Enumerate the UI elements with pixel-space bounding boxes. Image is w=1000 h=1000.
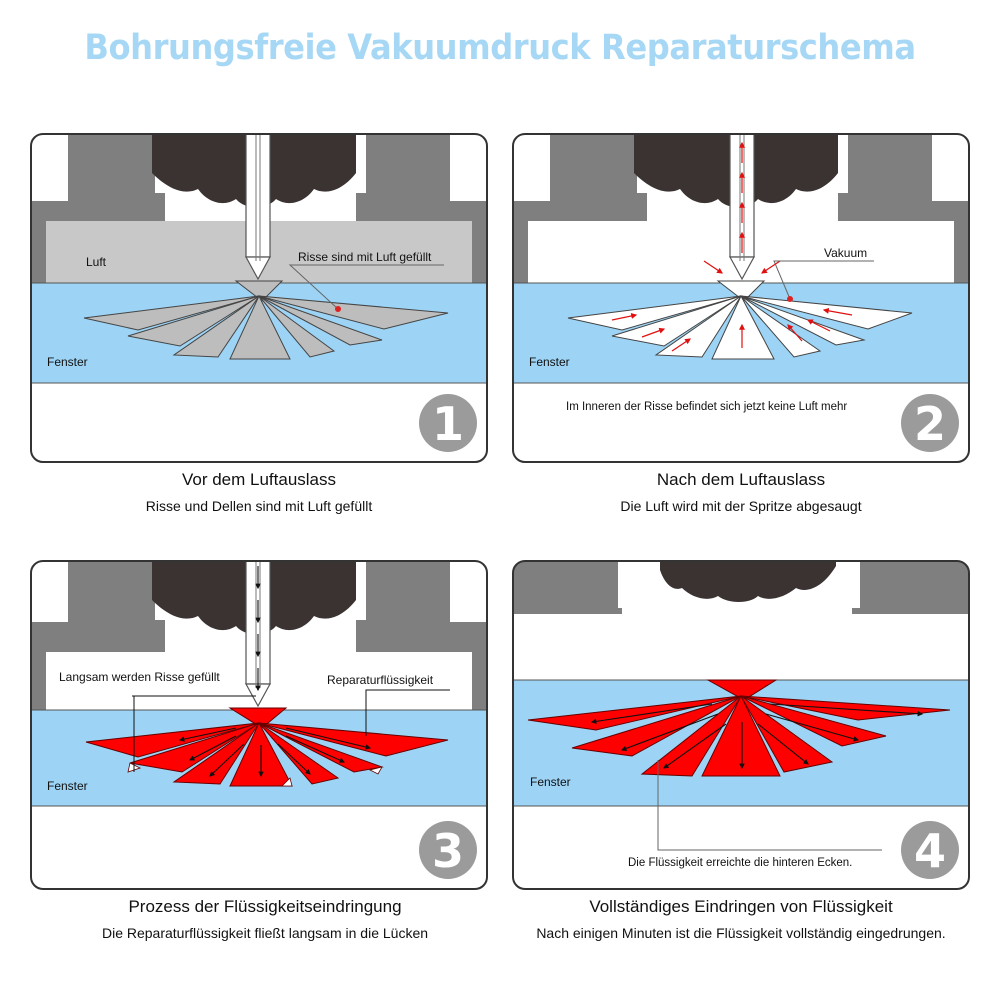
panel-4-diagram: 4 (512, 560, 970, 890)
step-badge (419, 394, 477, 452)
panel-3-diagram: 3 (30, 560, 488, 890)
label-window: Fenster (47, 355, 88, 369)
label-back-corners: Die Flüssigkeit erreichte die hinteren E… (628, 857, 853, 869)
panel-1-diagram: 1 (30, 133, 488, 463)
svg-text:1: 1 (432, 397, 464, 451)
caption-subtitle: Die Reparaturflüssigkeit fließt langsam … (101, 925, 429, 941)
caption-subtitle: Nach einigen Minuten ist die Flüssigkeit… (536, 925, 946, 941)
svg-text:3: 3 (432, 824, 464, 878)
caption-heading: Vor dem Luftauslass (181, 470, 337, 489)
label-window: Fenster (529, 355, 570, 369)
label-window: Fenster (530, 775, 571, 789)
page-title: Bohrungsfreie Vakuumdruck Reparaturschem… (84, 28, 916, 68)
filling-crack-rays (85, 707, 449, 787)
caption-heading: Nach dem Luftauslass (656, 470, 826, 489)
label-repair-fluid: Reparaturflüssigkeit (327, 673, 434, 687)
caption-heading: Vollständiges Eindringen von Flüssigkeit (589, 897, 893, 916)
panel-full-penetration: 4 Fenster Die Flüssigkeit erreichte die … (512, 560, 970, 890)
label-vacuum: Vakuum (824, 246, 868, 260)
crack-rays (83, 280, 449, 360)
label-cracks-air: Risse sind mit Luft gefüllt (298, 250, 432, 264)
step-badge (419, 821, 477, 879)
label-window: Fenster (47, 779, 88, 793)
panel-before-air-release: 1 Luft Risse sind mit Luft gefüllt Fenst… (30, 133, 488, 463)
filled-crack-rays (527, 679, 951, 777)
panel-2-diagram: 2 (512, 133, 970, 463)
label-slowly-filled: Langsam werden Risse gefüllt (59, 670, 220, 684)
syringe-needle (245, 134, 271, 258)
svg-text:4: 4 (914, 824, 946, 878)
label-no-air-note: Im Inneren der Risse befindet sich jetzt… (566, 401, 848, 413)
panel-fluid-penetration: 3 Langsam werden Risse gefüllt Reparatur… (30, 560, 488, 890)
caption-3: Prozess der Flüssigkeitseindringung Die … (30, 897, 500, 941)
caption-1: Vor dem Luftauslass Risse und Dellen sin… (24, 470, 494, 514)
svg-text:2: 2 (914, 397, 946, 451)
step-badge (901, 394, 959, 452)
caption-heading: Prozess der Flüssigkeitseindringung (128, 897, 402, 916)
caption-4: Vollständiges Eindringen von Flüssigkeit… (506, 897, 976, 941)
panel-after-air-release: 2 Vakuum Fenster Im Inneren der Risse be… (512, 133, 970, 463)
caption-subtitle: Die Luft wird mit der Spritze abgesaugt (620, 498, 862, 514)
caption-subtitle: Risse und Dellen sind mit Luft gefüllt (145, 498, 373, 514)
label-air: Luft (86, 255, 107, 269)
caption-2: Nach dem Luftauslass Die Luft wird mit d… (506, 470, 976, 514)
step-badge (901, 821, 959, 879)
